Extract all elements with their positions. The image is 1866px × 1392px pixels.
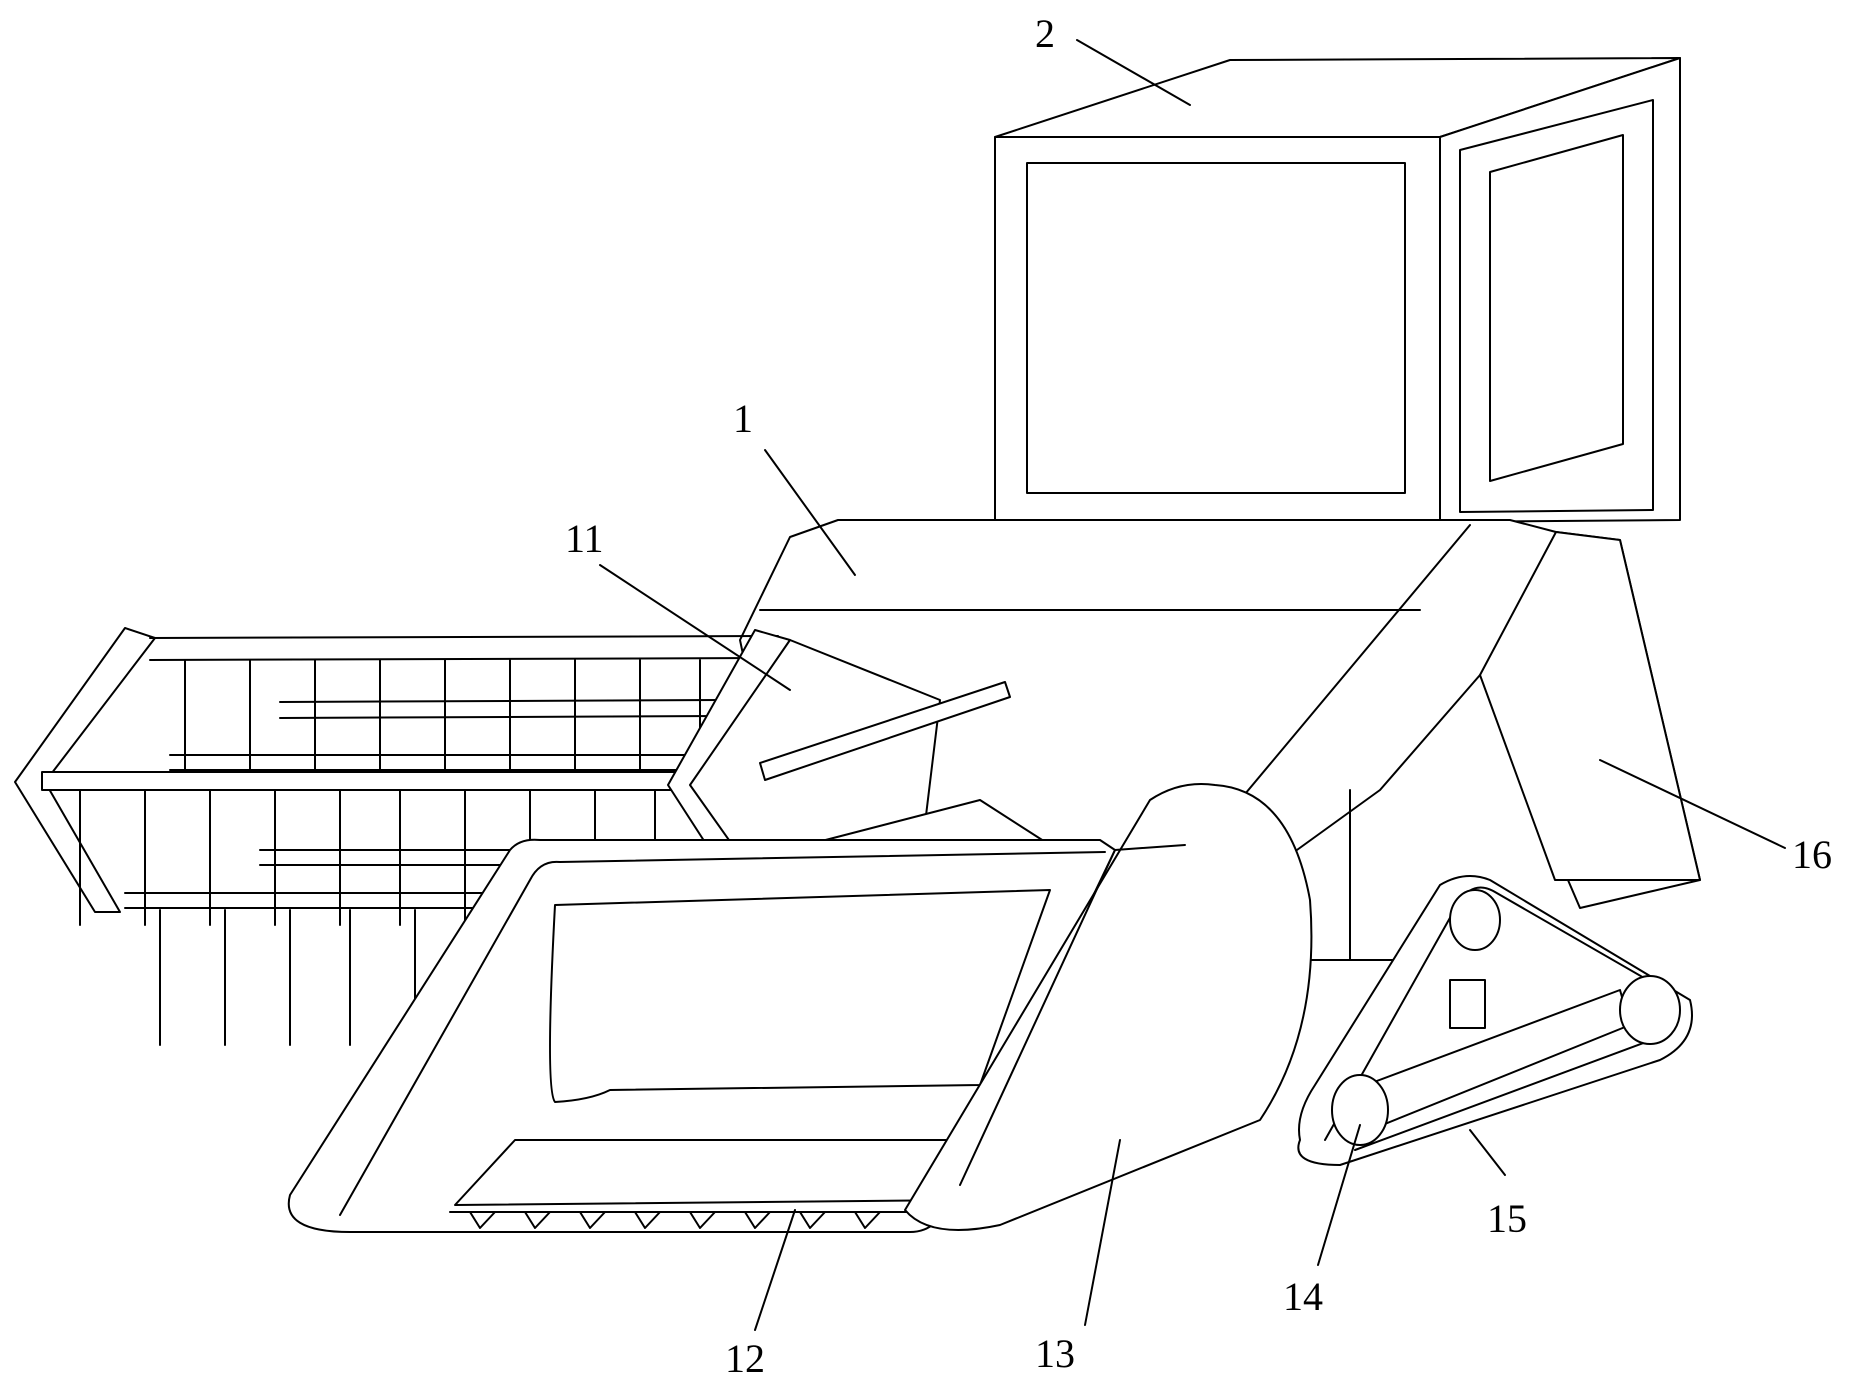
header bbox=[287, 783, 1313, 1233]
leader-15 bbox=[1469, 1129, 1506, 1176]
reel-support-rod bbox=[759, 681, 1011, 781]
cab-side bbox=[1439, 57, 1681, 523]
leader-lines bbox=[599, 39, 1786, 1331]
header-inner-edge bbox=[339, 851, 1106, 1216]
side-panel-16 bbox=[1479, 531, 1701, 881]
drum-face bbox=[549, 889, 1051, 1103]
leader-14 bbox=[1317, 1124, 1361, 1266]
reel-main-beam bbox=[41, 771, 681, 791]
cutter-teeth bbox=[469, 1211, 881, 1229]
idler-wheel-14 bbox=[1331, 1074, 1389, 1146]
reel-top-rail-2 bbox=[149, 657, 779, 661]
label-15: 15 bbox=[1487, 1196, 1527, 1241]
cab-front bbox=[994, 136, 1441, 523]
cab-side-window bbox=[1489, 134, 1624, 482]
label-16: 16 bbox=[1792, 832, 1832, 877]
reel-left-plate bbox=[14, 627, 156, 913]
body-slope bbox=[1239, 524, 1471, 801]
label-2: 2 bbox=[1035, 11, 1055, 56]
track bbox=[1297, 875, 1693, 1166]
label-11: 11 bbox=[565, 516, 604, 561]
drive-wheel bbox=[1619, 975, 1681, 1045]
cab-front-window bbox=[1026, 162, 1406, 494]
cutter-bar-top bbox=[454, 1139, 981, 1206]
reel-upper-bar-2 bbox=[279, 715, 721, 719]
reel-top-rail bbox=[149, 635, 779, 639]
top-roller bbox=[1449, 889, 1501, 951]
cab bbox=[994, 57, 1681, 523]
label-13: 13 bbox=[1035, 1331, 1075, 1376]
leader-2 bbox=[1076, 39, 1191, 106]
track-motor bbox=[1449, 979, 1486, 1029]
leader-12 bbox=[754, 1209, 796, 1331]
side-guard-inner bbox=[959, 844, 1186, 1186]
labels: 2 1 11 16 12 13 14 15 bbox=[565, 11, 1832, 1381]
reel-upper-bar bbox=[279, 699, 721, 703]
leader-13 bbox=[1084, 1139, 1121, 1326]
label-14: 14 bbox=[1283, 1274, 1323, 1319]
leader-16 bbox=[1599, 759, 1786, 849]
side-guard-13 bbox=[904, 783, 1313, 1231]
label-1: 1 bbox=[733, 396, 753, 441]
cab-side-frame bbox=[1459, 99, 1654, 513]
label-12: 12 bbox=[725, 1336, 765, 1381]
leader-11 bbox=[599, 564, 791, 691]
leader-1 bbox=[764, 449, 856, 576]
